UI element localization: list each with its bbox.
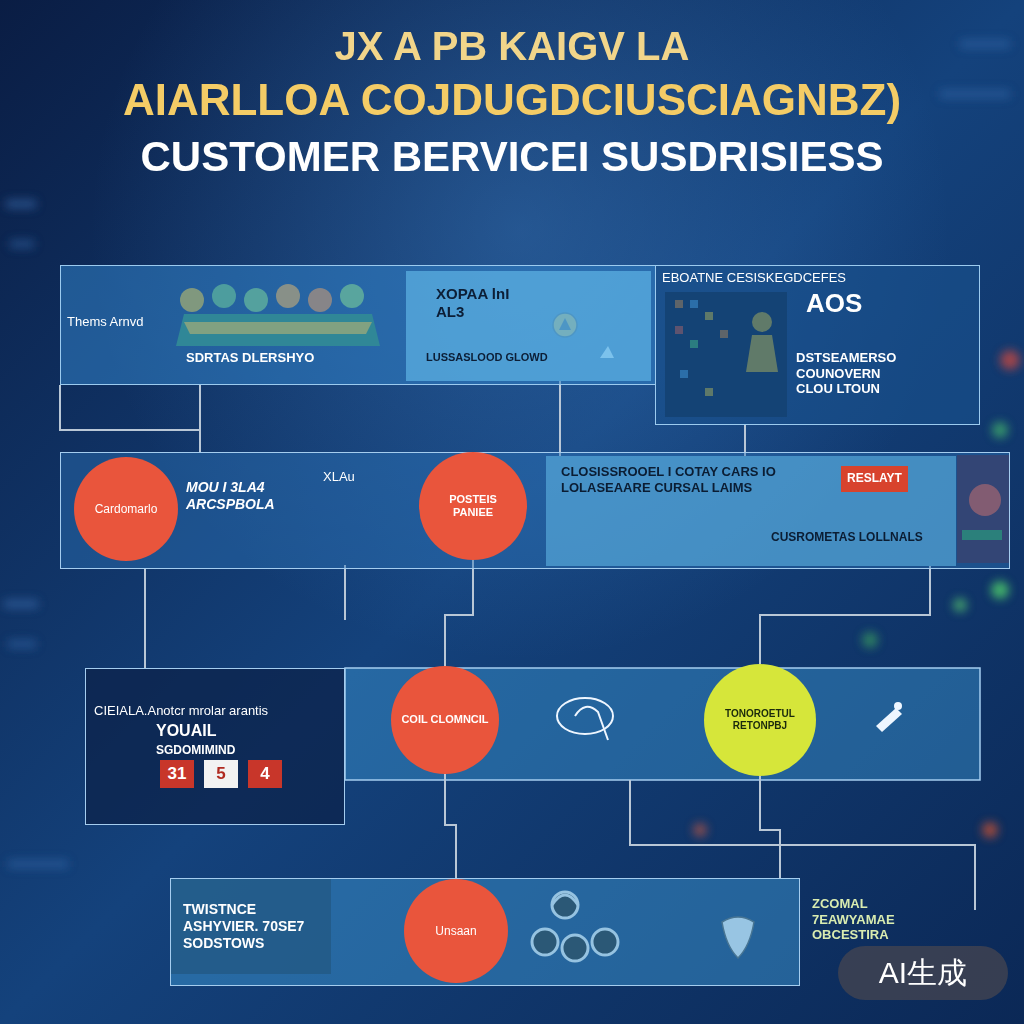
node-text: YOUAIL xyxy=(156,721,216,740)
wand xyxy=(876,708,902,732)
connector xyxy=(445,560,473,666)
node-text: RESLAYT xyxy=(847,471,902,485)
bokeh xyxy=(953,598,967,612)
node-text: XOPAA lnI AL3 xyxy=(436,285,514,321)
wand-tip xyxy=(894,702,902,710)
node-text: DSTSEAMERSO COUNOVERN CLOU LTOUN xyxy=(796,350,911,397)
summary-box: CIEIALA.Anotcr mrolar arantisYOUAIL SGDOM… xyxy=(85,668,345,825)
number-chip: 4 xyxy=(248,760,282,788)
info-panel: XOPAA lnI AL3LUSSASLOOD GLOWD xyxy=(406,271,651,381)
number-chip: 31 xyxy=(160,760,194,788)
node-text: POSTEIS PANIEE xyxy=(428,493,518,519)
node-text: TONOROETUL RETONPBJ xyxy=(713,708,807,732)
step-circle: POSTEIS PANIEE xyxy=(419,452,527,560)
step-circle: Cardomarlo xyxy=(74,457,178,561)
stripe xyxy=(940,90,1010,98)
team-panel: XOPAA lnI AL3LUSSASLOOD GLOWD Thems Arnvd… xyxy=(60,265,656,385)
bokeh xyxy=(982,822,998,838)
detail-panel: RESLAYT CLOSISSROOEL I COTAY CARS IO LOLA… xyxy=(546,456,956,566)
connector xyxy=(445,774,456,879)
stripe xyxy=(8,640,36,648)
node-text: SGDOMIMIND xyxy=(156,743,235,757)
stripe xyxy=(8,860,68,868)
status-panel: EBOATNE CESISKEGDCEFES AOS DSTSEAMERSO COU… xyxy=(655,265,980,425)
node-text: LUSSASLOOD GLOWD xyxy=(426,351,548,364)
wire xyxy=(60,385,200,430)
node-text: COIL CLOMNCIL xyxy=(401,713,488,726)
bokeh xyxy=(862,632,878,648)
step-circle: Unsaan xyxy=(404,879,508,983)
sketch-icon xyxy=(557,698,613,740)
step-circle: COIL CLOMNCIL xyxy=(391,666,499,774)
support-box: Unsaan TWISTNCE ASHYVIER. 70SE7 SODSTOWS xyxy=(170,878,800,986)
node-text: SDRTAS DLERSHYO xyxy=(186,350,314,366)
node-text: CIEIALA.Anotcr mrolar arantis xyxy=(94,703,268,719)
node-text: TWISTNCE ASHYVIER. 70SE7 SODSTOWS xyxy=(183,901,333,951)
node-text: EBOATNE CESISKEGDCEFES xyxy=(662,270,846,286)
connector xyxy=(199,385,201,452)
wand-icon xyxy=(876,702,902,732)
title-text: CUSTOMER BERVICEI SUSDRISIESS xyxy=(0,132,1024,182)
bokeh xyxy=(991,581,1009,599)
icon-stroke xyxy=(575,707,608,740)
bokeh xyxy=(693,823,707,837)
heading-text: AIARLLOA COJDUGDCIUSCIAGNBZ) xyxy=(0,74,1024,127)
connector xyxy=(760,566,930,664)
node-text: CUSROMETAS LOLLNALS xyxy=(771,530,923,544)
node-text: XLAu xyxy=(323,469,355,485)
node-text: Thems Arnvd xyxy=(67,314,144,330)
step-circle: TONOROETUL RETONPBJ xyxy=(704,664,816,776)
stripe xyxy=(4,600,38,608)
number-chip: 5 xyxy=(204,760,238,788)
heading-text: JX A PB KAIGV LA xyxy=(0,22,1024,70)
wire xyxy=(344,565,346,620)
process-band: Cardomarlo POSTEIS PANIEE RESLAYT CLOSISSRO… xyxy=(60,452,1010,569)
side-note: ZCOMAL 7EAWYAMAE OBCESTIRA xyxy=(812,896,927,943)
connector xyxy=(760,776,780,878)
tag-chip: RESLAYT xyxy=(841,466,908,492)
stripe xyxy=(6,200,36,208)
node-text: Cardomarlo xyxy=(95,502,158,516)
node-text: MOU I 3LA4 ARCSPBOLA xyxy=(186,479,298,513)
connector xyxy=(559,381,561,456)
stripe xyxy=(960,40,1010,48)
connector xyxy=(144,569,146,668)
bokeh xyxy=(1000,350,1020,370)
watermark: AI生成 xyxy=(838,946,1008,1000)
node-text: CLOSISSROOEL I COTAY CARS IO LOLASEAARE … xyxy=(561,464,826,495)
stripe xyxy=(10,240,34,248)
bokeh xyxy=(992,422,1008,438)
node-text: AOS xyxy=(806,288,862,319)
node-text: Unsaan xyxy=(435,924,476,938)
